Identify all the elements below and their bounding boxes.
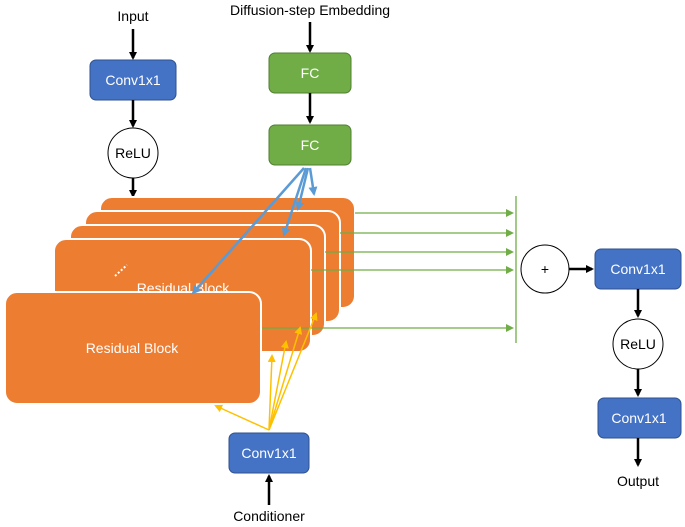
embedding-arrow-4	[191, 167, 305, 295]
fc-top-label: FC	[301, 65, 320, 81]
conv-out2-label: Conv1x1	[611, 410, 666, 426]
sum-label: +	[541, 261, 549, 277]
output-label: Output	[617, 473, 659, 489]
relu-out-label: ReLU	[620, 336, 656, 352]
ellipsis-dots	[114, 264, 128, 277]
conv-out2-box	[597, 397, 682, 439]
conv-out1-label: Conv1x1	[610, 261, 665, 277]
conditioner-arrow-1	[214, 404, 270, 431]
embedding-arrow-3	[281, 167, 308, 237]
relu-input-label: ReLU	[115, 145, 151, 161]
conv-conditioner-label: Conv1x1	[241, 445, 296, 461]
residual-block-front-label: Residual Block	[86, 340, 180, 356]
input-label: Input	[117, 8, 148, 24]
embedding-label: Diffusion-step Embedding	[230, 2, 390, 18]
conditioner-arrow-4	[268, 326, 303, 431]
conv-input-label: Conv1x1	[105, 72, 160, 88]
embedding-arrows	[191, 167, 318, 295]
embedding-arrow-2	[295, 167, 310, 211]
fc-bottom-box	[268, 124, 352, 166]
conditioner-arrow-2	[267, 354, 276, 431]
skip-connections	[260, 196, 517, 343]
conditioner-label: Conditioner	[233, 508, 305, 524]
conditioner-arrow-5	[268, 312, 318, 431]
conv-conditioner-box	[228, 432, 310, 474]
conditioner-arrow-3	[268, 340, 289, 431]
embedding-arrow-1	[308, 167, 318, 196]
residual-block-front	[4, 291, 262, 405]
conditioner-arrows	[214, 312, 318, 431]
fc-bottom-label: FC	[301, 137, 320, 153]
